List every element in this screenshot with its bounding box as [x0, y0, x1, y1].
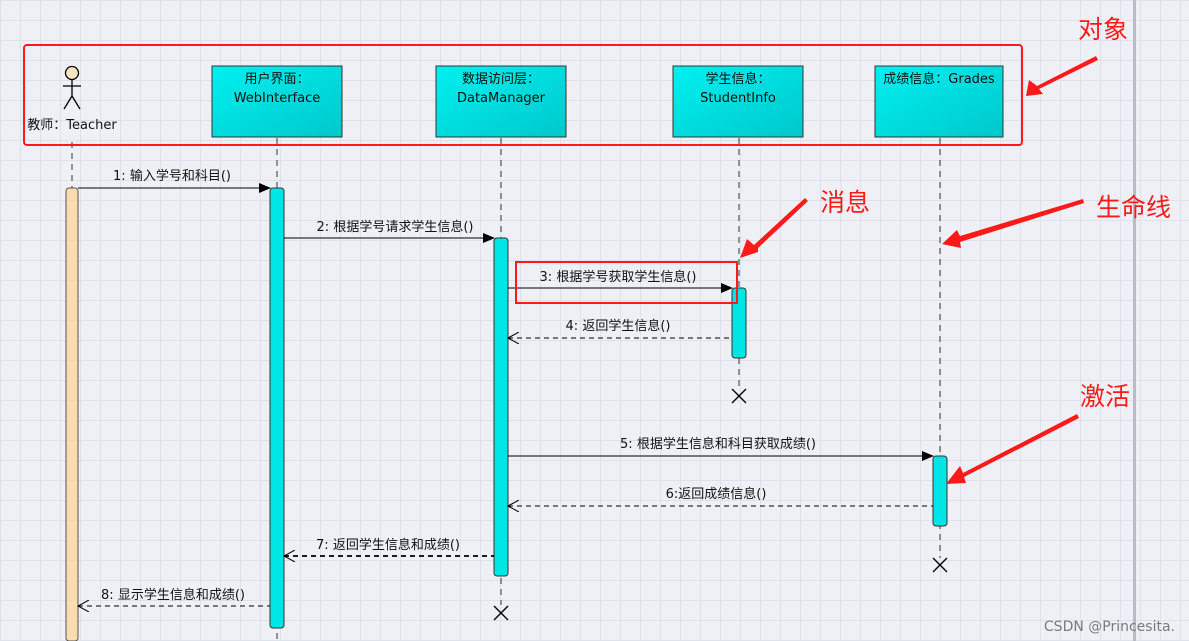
message-8-label: 8: 显示学生信息和成绩() — [101, 587, 245, 603]
object-studentinfo: 学生信息： StudentInfo — [672, 65, 804, 138]
messages: 1: 输入学号和科目() 2: 根据学号请求学生信息() 3: 根据学号获取学生… — [78, 168, 934, 606]
destroy-datamanager-icon — [493, 605, 509, 621]
object-studentinfo-line2: StudentInfo — [700, 91, 776, 106]
activation-datamanager — [493, 237, 509, 577]
message-1-label: 1: 输入学号和科目() — [113, 168, 231, 184]
destroy-studentinfo-icon — [731, 388, 747, 404]
activation-teacher — [65, 187, 79, 641]
message-6-label: 6:返回成绩信息() — [666, 486, 767, 502]
object-box-studentinfo — [672, 65, 804, 138]
annotation-message-label: 消息 — [820, 188, 870, 217]
object-datamanager: 数据访问层： DataManager — [435, 65, 567, 138]
message-highlight-box — [515, 261, 738, 304]
destroy-marks — [493, 388, 948, 621]
object-box-webinterface — [211, 65, 343, 138]
activation-studentinfo — [731, 287, 747, 359]
message-4-label: 4: 返回学生信息() — [566, 318, 671, 334]
arrow-to-objects-icon — [1026, 56, 1098, 96]
message-3-label: 3: 根据学号获取学生信息() — [540, 269, 697, 285]
message-2-label: 2: 根据学号请求学生信息() — [317, 219, 474, 235]
destroy-grades-icon — [932, 557, 948, 573]
message-7-label: 7: 返回学生信息和成绩() — [316, 537, 460, 553]
activations — [65, 187, 948, 641]
object-grades: 成绩信息：Grades — [874, 65, 1004, 138]
annotation-objects-label: 对象 — [1078, 15, 1128, 44]
annotation-activation-label: 激活 — [1080, 382, 1130, 411]
object-webinterface-line1: 用户界面： — [244, 71, 309, 87]
object-box-grades — [874, 65, 1004, 138]
message-5-label: 5: 根据学生信息和科目获取成绩() — [620, 436, 816, 452]
object-grades-line2: 成绩信息：Grades — [883, 71, 995, 87]
arrow-to-activation-icon — [946, 414, 1079, 484]
activation-grades — [932, 455, 948, 527]
object-webinterface: 用户界面： WebInterface — [211, 65, 343, 138]
arrow-to-lifeline-icon — [942, 199, 1084, 248]
actor-teacher-icon — [63, 65, 81, 110]
object-datamanager-line2: DataManager — [457, 91, 546, 106]
canvas-right-border — [1133, 0, 1136, 641]
annotation-arrows — [740, 56, 1098, 484]
object-webinterface-line2: WebInterface — [234, 91, 321, 106]
actor-teacher-label: 教师：Teacher — [27, 117, 117, 133]
arrow-to-message-icon — [740, 198, 808, 258]
watermark: CSDN @Princesita. — [1044, 619, 1175, 635]
annotation-lifeline-label: 生命线 — [1096, 193, 1171, 222]
objects-highlight-box — [23, 44, 1023, 146]
object-studentinfo-line1: 学生信息： — [705, 71, 770, 87]
object-box-datamanager — [435, 65, 567, 138]
object-datamanager-line1: 数据访问层： — [462, 72, 540, 87]
activation-webinterface — [269, 187, 285, 629]
